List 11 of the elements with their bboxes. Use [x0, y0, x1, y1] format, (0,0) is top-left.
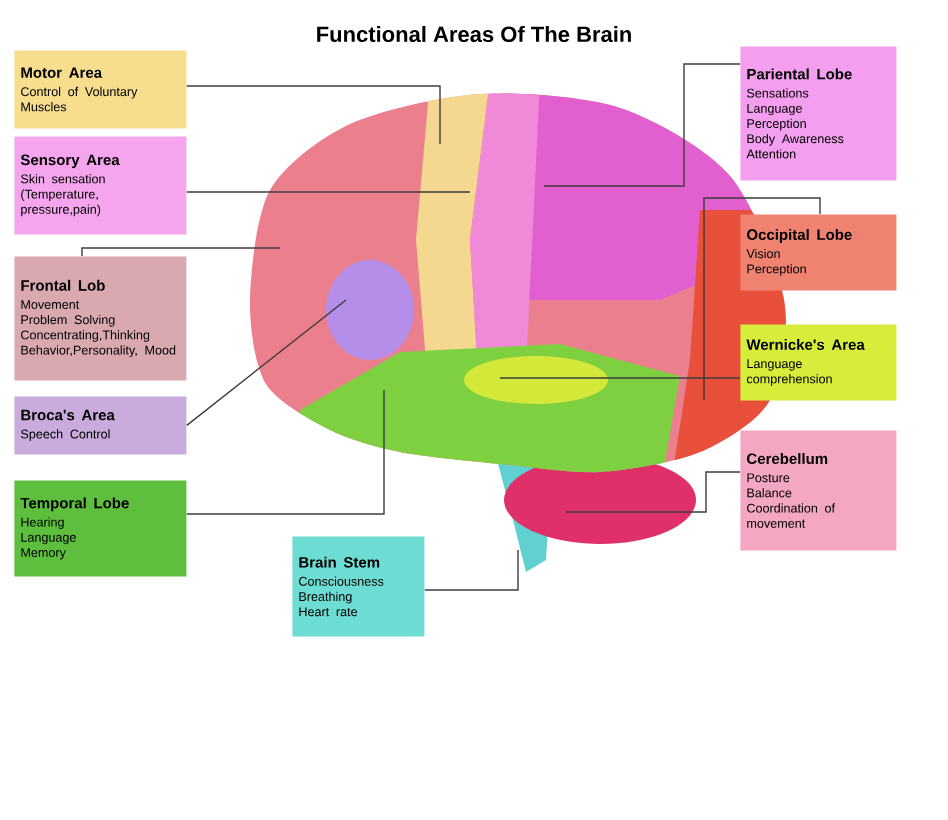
leader-line — [499, 377, 741, 379]
leader-line — [186, 389, 385, 515]
leader-line — [703, 197, 821, 401]
leader-line — [186, 191, 471, 193]
leader-line — [424, 549, 519, 591]
leader-line — [81, 247, 281, 257]
leader-line — [565, 471, 741, 513]
leader-line — [186, 85, 441, 145]
title: Functional Areas Of The Brain — [317, 25, 631, 43]
leader-line — [186, 299, 347, 427]
leader-line — [543, 63, 741, 187]
